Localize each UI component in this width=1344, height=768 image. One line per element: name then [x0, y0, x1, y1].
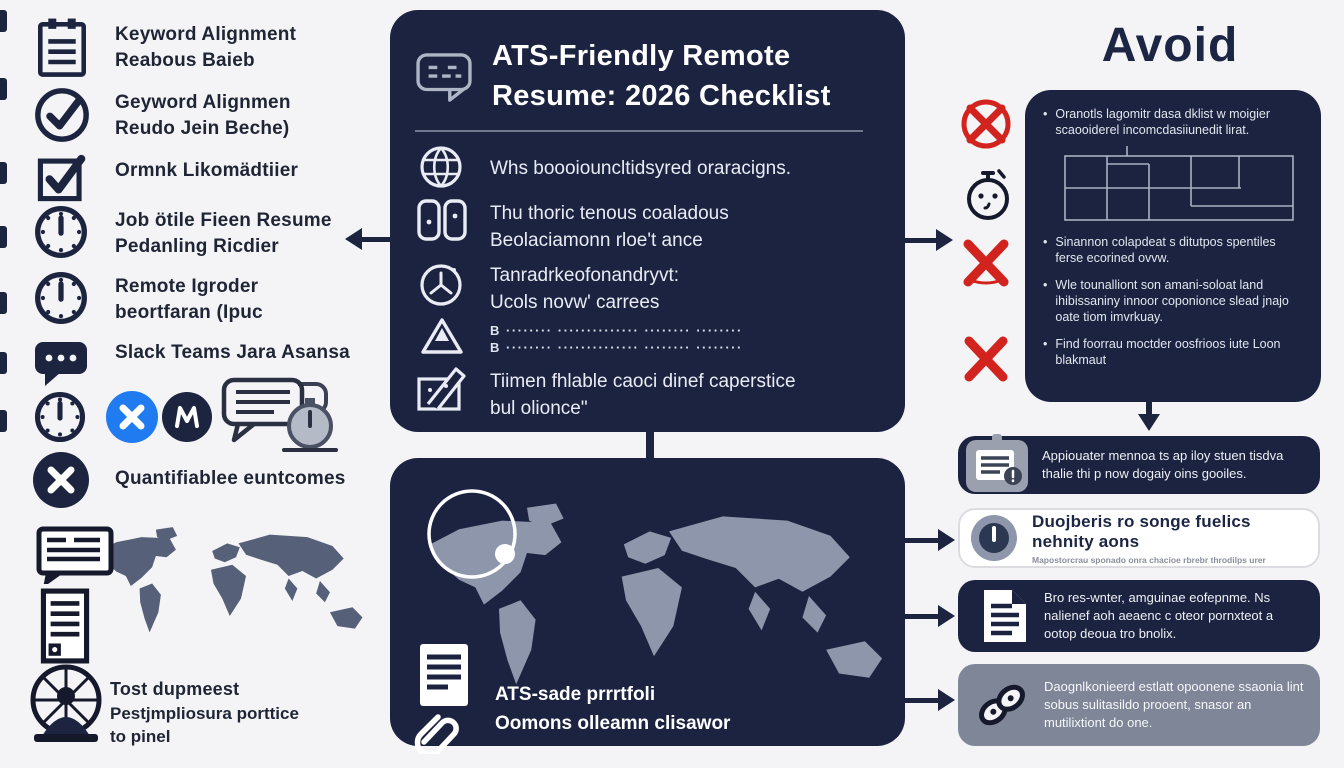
- panel-connector: [646, 430, 654, 460]
- map-arrow-1: [905, 538, 938, 543]
- clock-badge-icon: [970, 514, 1018, 562]
- edge-fragment: [0, 292, 7, 314]
- chat-outline-icon: [415, 52, 473, 102]
- tracking-card-icon: [964, 434, 1030, 496]
- map-arrow-2-head: [938, 605, 955, 627]
- avoid-pill-resume: Bro res-wnter, amguinae eofepnme. Ns nal…: [958, 580, 1320, 652]
- m-badge-icon: [162, 392, 212, 442]
- edge-fragment: [0, 410, 7, 432]
- world-map: [82, 496, 370, 666]
- map-arrow-3: [905, 698, 938, 703]
- avoid-pill-applicant: Appiouater mennoa ts ap iloy stuen tisdv…: [958, 434, 1320, 496]
- avoid-down-arrow: [1146, 400, 1152, 416]
- panel-item-text: Tanradrkeofonandryvt: Ucols novw' carree…: [490, 265, 680, 313]
- avoid-bullet: • Oranotls lagomitr dasa dklist w moigie…: [1043, 107, 1271, 137]
- pill-subtext: Mapostorcrau sponado onra chacioe rbrebr…: [1032, 554, 1266, 565]
- map-arrow-2: [905, 614, 938, 619]
- edge-fragment: [0, 162, 7, 184]
- x-badge-icon: [33, 452, 89, 508]
- avoid-title: Avoid: [1101, 19, 1239, 72]
- checklist-item-label: Tost dupmeest Pestjmpliosura porttice to…: [110, 679, 299, 746]
- avoid-down-arrow-head: [1138, 414, 1160, 431]
- map-marker: [420, 484, 550, 614]
- red-x-circled-icon: [958, 96, 1014, 152]
- document-white-icon: [982, 588, 1028, 644]
- edge-fragment: [0, 226, 7, 248]
- ferris-wheel-icon: [26, 660, 106, 744]
- panel-item-text: Whs boooiouncltidsyred oraracigns.: [490, 158, 791, 179]
- redacted-lines: B ········ ·············· ········ ·····…: [490, 323, 743, 355]
- check-circle-icon: [33, 86, 91, 144]
- edge-fragment: [0, 352, 7, 374]
- clock-icon: [33, 204, 89, 260]
- checklist-item-label: Quantifiablee euntcomes: [115, 468, 346, 489]
- left-arrow-head: [345, 228, 362, 250]
- pill-text-group: Duojberis ro songe fuelics nehnity aons …: [1032, 512, 1304, 565]
- table-sketch: [1061, 146, 1303, 228]
- red-x-icon: [958, 236, 1014, 290]
- panel-item-text: Thu thoric tenous coaladous Beolaciamonn…: [490, 203, 729, 251]
- ats-doc-icon: [420, 644, 468, 706]
- avoid-pill-links: Daognlkonieerd estlatt opoonene ssaonia …: [958, 664, 1320, 746]
- clock-icon: [33, 390, 87, 444]
- avoid-bullet: • Find foorrau moctder oosfrioos iute Lo…: [1043, 337, 1281, 367]
- map-panel: ATS-sade prrrtfoli Oomons olleamn clisaw…: [390, 458, 905, 754]
- left-arrow: [362, 237, 392, 242]
- stopwatch-face-icon: [963, 168, 1013, 222]
- right-arrow-head: [936, 229, 953, 251]
- notepad-icon: [33, 14, 91, 78]
- avoid-bullet: • Wle tounalliont son amani-soloat land …: [1043, 278, 1289, 324]
- checklist-item-label: Ormnk Likomädtiier: [115, 160, 299, 181]
- pill-text: Daognlkonieerd estlatt opoonene ssaonia …: [1044, 679, 1304, 730]
- checkbox-icon: [35, 152, 89, 202]
- chat-stopwatch-icon: [220, 374, 338, 454]
- document-icon: [40, 588, 90, 664]
- red-x-icon: [960, 334, 1012, 384]
- avoid-bullet: • Sinannon colapdeat s ditutpos spentile…: [1043, 235, 1276, 265]
- divider: [415, 130, 863, 132]
- globe-icon: [418, 144, 464, 190]
- pill-text: Appiouater mennoa ts ap iloy stuen tisdv…: [1042, 448, 1284, 481]
- map-arrow-3-head: [938, 689, 955, 711]
- blue-x-badge-icon: [106, 391, 158, 443]
- checklist-panel: ATS-Friendly Remote Resume: 2026 Checkli…: [390, 10, 905, 432]
- avoid-box: • Oranotls lagomitr dasa dklist w moigie…: [1025, 90, 1321, 402]
- checklist-item-label: Slack Teams Jara Asansa: [115, 342, 350, 363]
- clock-icon: [33, 270, 89, 326]
- chain-link-icon: [972, 676, 1032, 734]
- map-panel-text: ATS-sade prrrtfoli Oomons olleamn clisaw…: [495, 684, 731, 734]
- pill-title: Duojberis ro songe fuelics nehnity aons: [1032, 511, 1251, 551]
- clock-icon: [418, 262, 464, 308]
- pill-text: Bro res-wnter, amguinae eofepnme. Ns nal…: [1044, 590, 1274, 641]
- paperclip-icon: [414, 706, 464, 754]
- panel-item-text: Tiimen fhlable caoci dinef caperstice bu…: [490, 371, 796, 419]
- book-icon: [416, 198, 468, 242]
- avoid-pill-clock: Duojberis ro songe fuelics nehnity aons …: [958, 508, 1320, 568]
- pencil-icon: [416, 362, 466, 412]
- edge-fragment: [0, 10, 7, 32]
- chat-icon: [33, 338, 89, 388]
- edge-fragment: [0, 78, 7, 100]
- panel-title: ATS-Friendly Remote Resume: 2026 Checkli…: [492, 40, 831, 112]
- right-arrow: [905, 238, 936, 243]
- speech-note-icon: [36, 526, 116, 584]
- map-arrow-1-head: [938, 529, 955, 551]
- warning-icon: [420, 316, 464, 356]
